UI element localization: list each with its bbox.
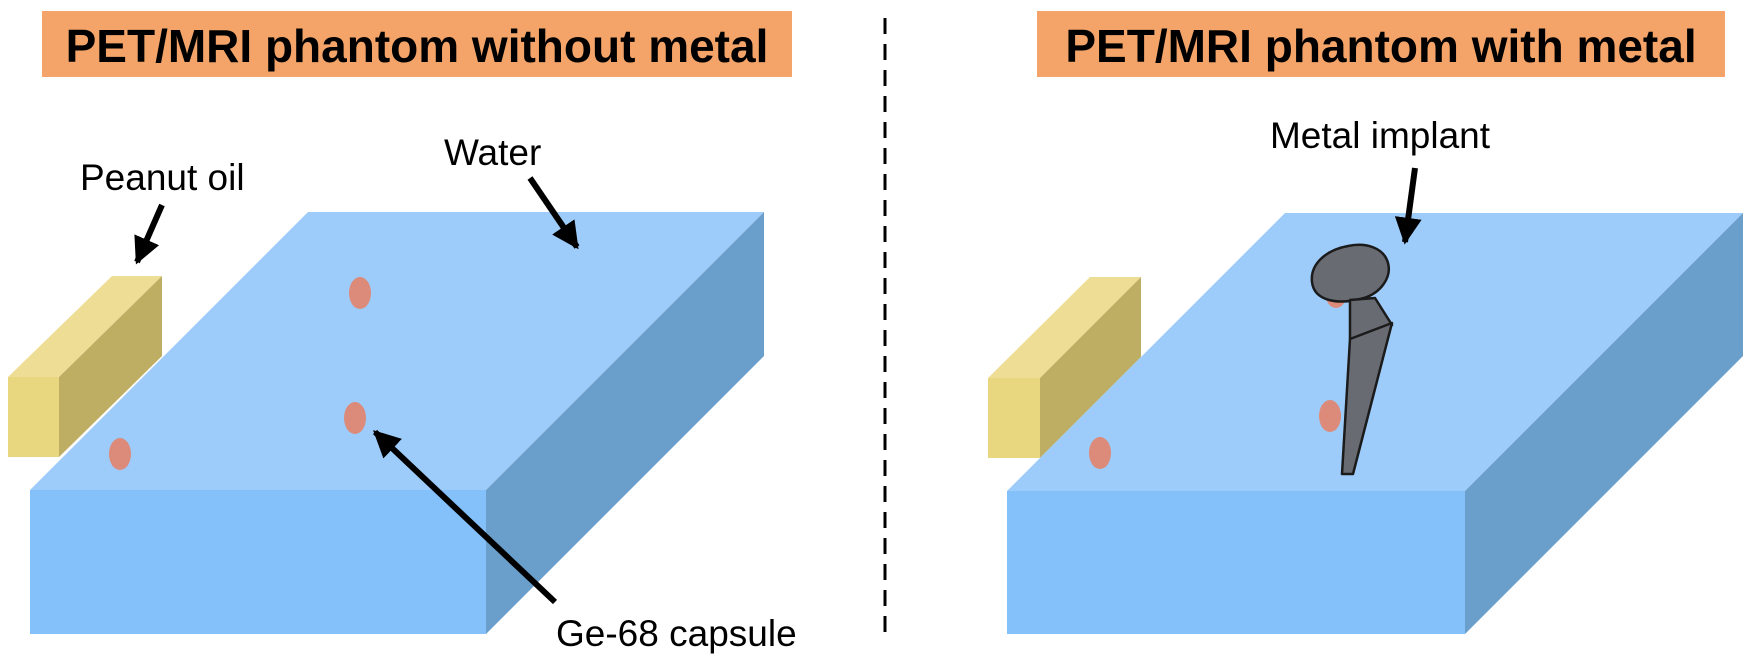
ge68-capsule [344, 402, 366, 434]
capsule-arrow [372, 429, 558, 605]
water-box [30, 212, 764, 634]
ge68-capsule [1089, 437, 1111, 469]
left-title-background [42, 11, 792, 77]
right-panel: PET/MRI phantom with metal Metal implant [988, 11, 1743, 634]
metal-implant [1310, 243, 1394, 476]
ge68-capsule [349, 277, 371, 309]
right-title-background [1037, 11, 1725, 77]
capsule-label: Ge-68 capsule [556, 613, 797, 654]
implant-label: Metal implant [1270, 115, 1491, 156]
ge68-capsule [1319, 400, 1341, 432]
water-arrow [527, 176, 580, 250]
peanut-oil-label: Peanut oil [80, 157, 245, 198]
ge68-capsule [109, 438, 131, 470]
implant-arrow [1394, 167, 1422, 245]
peanut-oil-block [988, 277, 1141, 458]
water-label: Water [444, 132, 541, 173]
left-title: PET/MRI phantom without metal [66, 20, 769, 72]
peanut-oil-arrow [134, 203, 165, 265]
left-panel: PET/MRI phantom without metal Peanut oil… [8, 11, 797, 654]
right-title: PET/MRI phantom with metal [1065, 20, 1696, 72]
peanut-oil-block [8, 276, 162, 457]
